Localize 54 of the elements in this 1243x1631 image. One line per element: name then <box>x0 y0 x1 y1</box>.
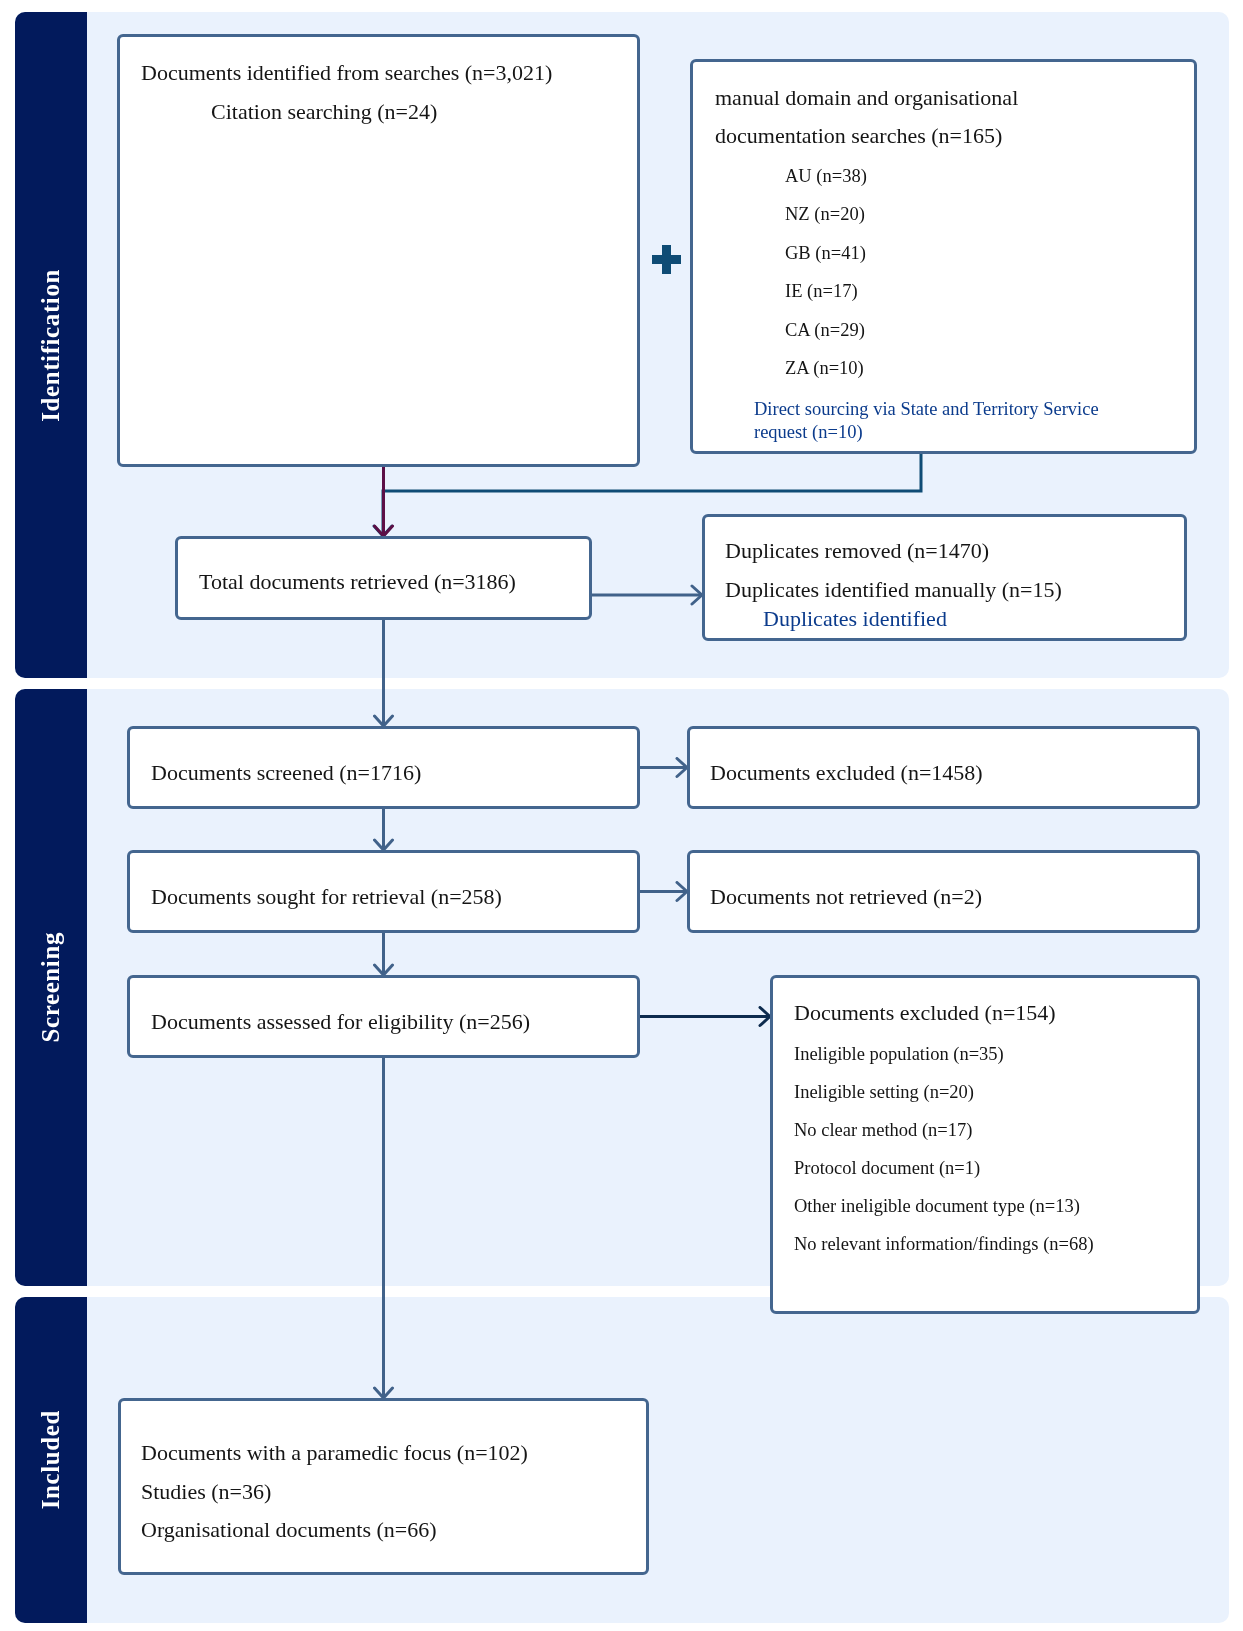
note-text: Duplicates identified <box>763 607 947 631</box>
arrow <box>640 757 689 778</box>
stage-band <box>15 1297 1229 1623</box>
step-text: manual domain and organisational documentation searches (n=165) <box>715 84 1020 150</box>
list-item-text: Studies (n=36) <box>141 1478 272 1505</box>
process-box <box>687 726 1200 809</box>
step-text: Total documents retrieved (n=3186) <box>199 569 516 595</box>
note-text: Direct sourcing via State and Territory Service request (n=10) <box>754 398 1100 445</box>
list-item-text: GB (n=41) <box>785 241 866 264</box>
step-text: Documents sought for retrieval (n=258) <box>151 883 502 910</box>
process-box <box>127 726 640 809</box>
arrow <box>373 620 394 728</box>
list-item-text: Duplicates identified manually (n=15) <box>725 577 1062 603</box>
step-text: Documents assessed for eligibility (n=256) <box>151 1008 530 1035</box>
process-box <box>175 536 592 620</box>
list-item-text: CA (n=29) <box>785 318 865 341</box>
list-item-text: Ineligible population (n=35) <box>794 1043 1004 1065</box>
arrow <box>592 584 704 606</box>
list-item-text: Other ineligible document type (n=13) <box>794 1195 1080 1217</box>
arrow <box>373 933 394 977</box>
process-box <box>687 850 1200 933</box>
step-text: Documents screened (n=1716) <box>151 759 422 786</box>
process-box <box>770 975 1200 1314</box>
list-item-text: No relevant information/findings (n=68) <box>794 1233 1094 1255</box>
step-text: Documents not retrieved (n=2) <box>710 883 983 910</box>
arrow <box>373 1058 394 1400</box>
list-item-text: AU (n=38) <box>785 165 867 187</box>
step-text: Documents excluded (n=154) <box>794 1000 1056 1026</box>
arrow <box>373 467 394 538</box>
list-item-text: NZ (n=20) <box>785 203 865 226</box>
stage-label: Identification <box>37 268 65 422</box>
list-item-text: IE (n=17) <box>785 280 858 303</box>
process-box <box>702 514 1187 641</box>
step-text: Documents identified from searches (n=3,021) <box>141 60 553 86</box>
stage-label: Screening <box>37 932 65 1043</box>
list-item-text: ZA (n=10) <box>785 356 864 379</box>
step-text: Duplicates removed (n=1470) <box>725 538 990 564</box>
step-text: Documents with a paramedic focus (n=102) <box>141 1440 528 1466</box>
list-item-text: Organisational documents (n=66) <box>141 1517 437 1543</box>
process-box <box>690 59 1197 454</box>
list-item-text: No clear method (n=17) <box>794 1119 973 1141</box>
list-item-text: Citation searching (n=24) <box>211 98 438 125</box>
step-text: Documents excluded (n=1458) <box>710 759 983 786</box>
process-box <box>127 975 640 1058</box>
stage-band <box>15 12 1229 678</box>
process-box <box>117 34 640 467</box>
list-item-text: Protocol document (n=1) <box>794 1157 981 1179</box>
stage-label: Included <box>37 1410 65 1510</box>
arrow <box>640 1006 772 1027</box>
process-box <box>127 850 640 933</box>
arrow <box>373 809 394 852</box>
process-box <box>118 1398 649 1575</box>
arrow <box>640 881 689 902</box>
list-item-text: Ineligible setting (n=20) <box>794 1081 974 1103</box>
